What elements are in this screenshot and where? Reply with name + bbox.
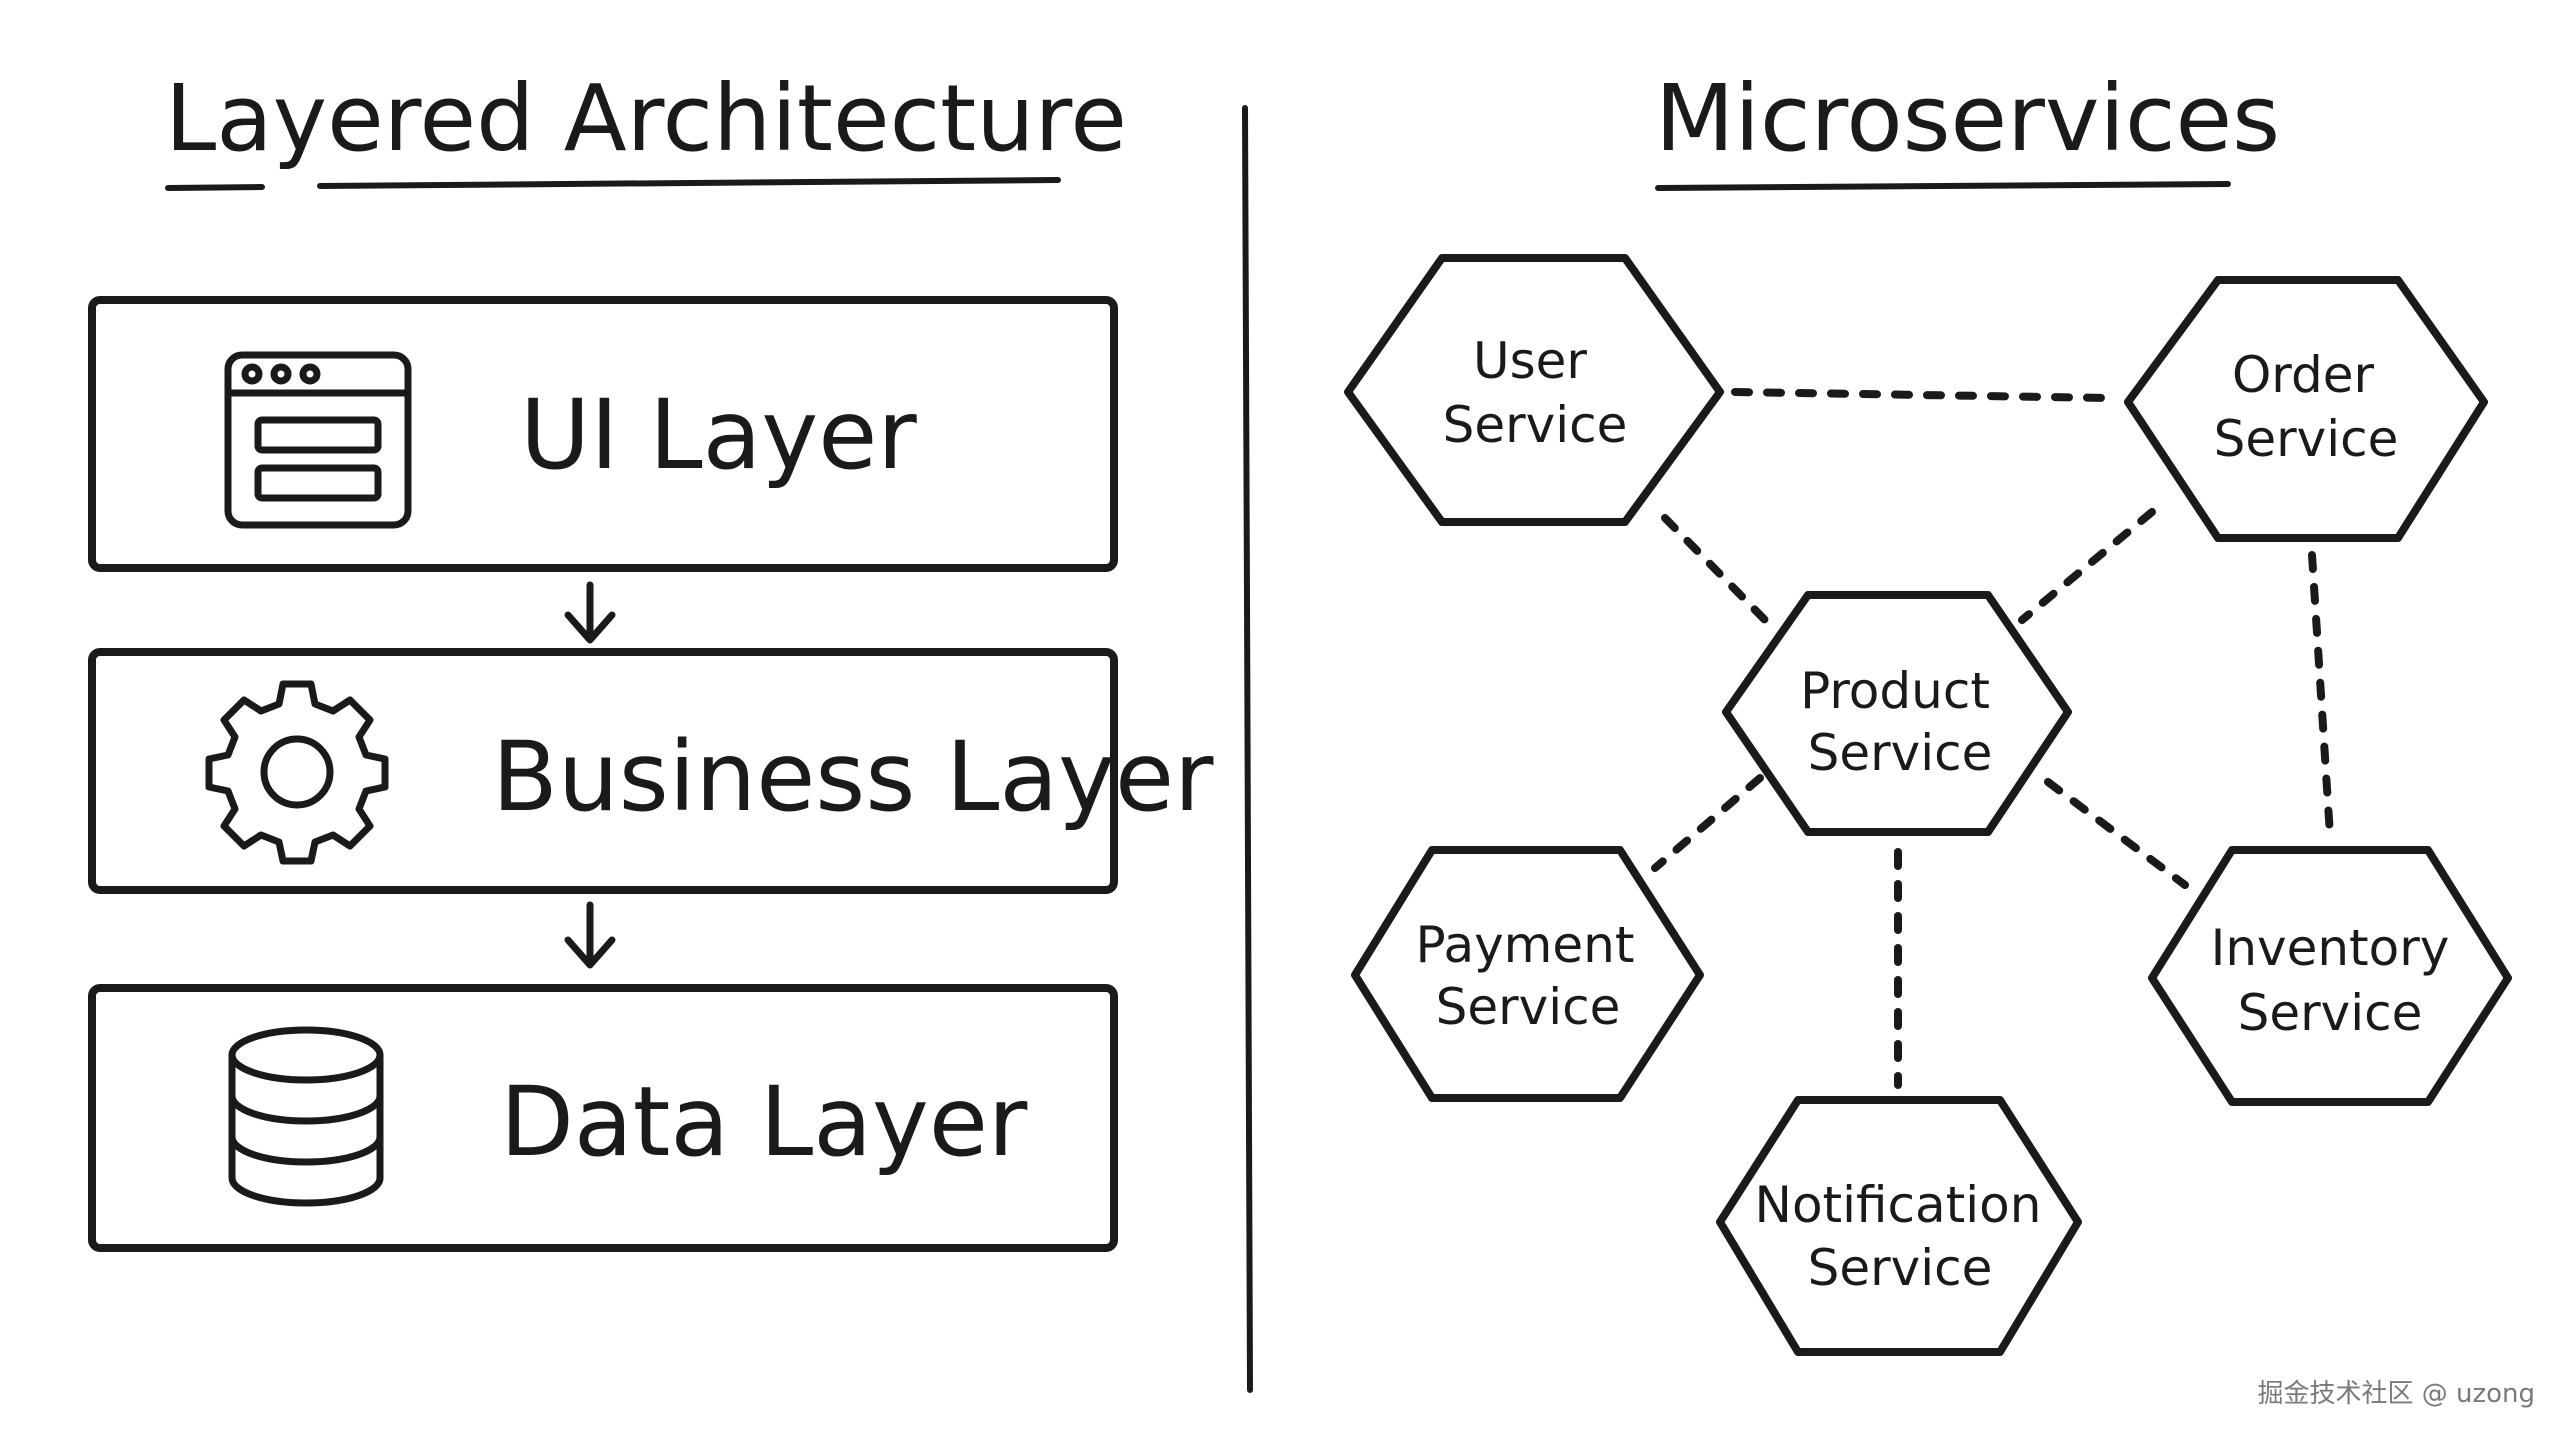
inventory-service-line2: Service [2238,984,2423,1042]
right-panel-title: Microservices [1655,65,2280,172]
service-connections [1651,388,2334,1089]
right-title-underline [1655,181,2231,191]
user-service-node: User Service [1344,254,1724,526]
credit-watermark: 掘金技术社区 @ uzong [2257,1379,2535,1409]
payment-service-line1: Payment [1416,916,1635,974]
inventory-service-node: Inventory Service [2148,846,2512,1106]
down-arrow-1 [564,581,616,644]
payment-service-node: Payment Service [1351,846,1704,1102]
data-layer-label: Data Layer [500,1066,1028,1178]
ui-layer-label: UI Layer [520,379,917,491]
order-service-line2: Service [2214,410,2399,468]
notification-service-line1: Notification [1755,1176,2042,1234]
microservices-panel: Microservices User Service Order Service [1344,65,2512,1356]
connection-product-payment [1651,774,1764,872]
down-arrow-2 [564,901,616,969]
layered-architecture-panel: Layered Architecture UI Layer [88,65,1214,1252]
connection-product-inventory [2044,778,2189,889]
payment-service-line2: Service [1436,978,1621,1036]
connection-user-product [1661,514,1769,624]
connection-order-inventory [2308,551,2334,839]
data-layer-box: Data Layer [88,984,1118,1252]
product-service-line1: Product [1800,662,1990,720]
business-layer-box: Business Layer [88,648,1214,894]
order-service-line1: Order [2232,346,2375,404]
product-service-node: Product Service [1722,591,2072,836]
database-icon [228,1026,384,1207]
left-title-underline [165,177,1061,191]
user-service-line2: Service [1443,396,1628,454]
connection-order-product [2018,508,2156,624]
ui-layer-box: UI Layer [88,296,1118,572]
inventory-service-line1: Inventory [2211,919,2450,977]
business-layer-label: Business Layer [492,721,1214,833]
panel-divider [1242,105,1253,1393]
browser-window-icon [224,351,412,529]
notification-service-line2: Service [1808,1239,1993,1297]
user-service-line1: User [1473,332,1587,390]
left-panel-title: Layered Architecture [165,65,1127,172]
product-service-line2: Service [1808,724,1993,782]
connection-user-order [1731,388,2114,402]
order-service-node: Order Service [2124,276,2488,542]
notification-service-node: Notification Service [1716,1096,2082,1356]
gear-icon [205,680,389,865]
